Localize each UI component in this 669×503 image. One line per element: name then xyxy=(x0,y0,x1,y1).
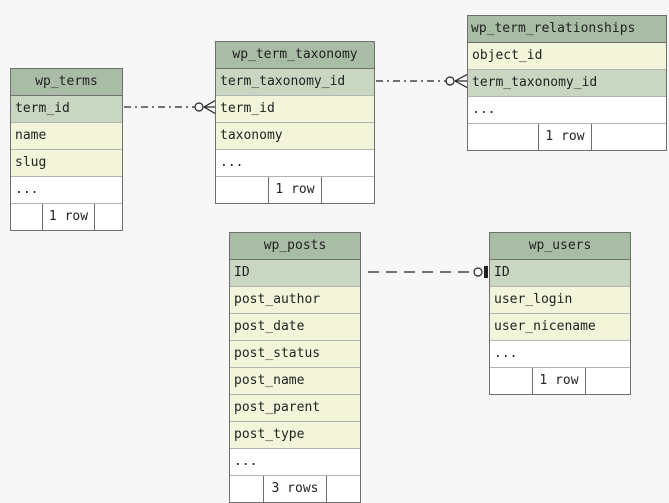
field-term-taxonomy-id[interactable]: term_taxonomy_id xyxy=(468,70,666,97)
field-term-id[interactable]: term_id xyxy=(216,96,374,123)
field-post-type[interactable]: post_type xyxy=(230,422,360,449)
field-id[interactable]: ID xyxy=(490,260,630,287)
field-user-nicename[interactable]: user_nicename xyxy=(490,314,630,341)
entity-wp-users[interactable]: wp_users ID user_login user_nicename ...… xyxy=(489,232,631,395)
link-terms-taxonomy xyxy=(124,99,217,115)
link-taxonomy-relationships xyxy=(376,73,469,89)
link-posts-users xyxy=(368,266,488,278)
row-count-bar: 1 row xyxy=(216,177,374,203)
field-object-id[interactable]: object_id xyxy=(468,43,666,70)
field-post-name[interactable]: post_name xyxy=(230,368,360,395)
more-fields[interactable]: ... xyxy=(11,177,122,204)
field-id[interactable]: ID xyxy=(230,260,360,287)
field-post-parent[interactable]: post_parent xyxy=(230,395,360,422)
row-count: 1 row xyxy=(42,204,95,230)
field-taxonomy[interactable]: taxonomy xyxy=(216,123,374,150)
entity-title: wp_users xyxy=(490,233,630,260)
more-fields[interactable]: ... xyxy=(490,341,630,368)
field-post-status[interactable]: post_status xyxy=(230,341,360,368)
field-term-taxonomy-id[interactable]: term_taxonomy_id xyxy=(216,69,374,96)
more-fields[interactable]: ... xyxy=(230,449,360,476)
entity-wp-terms[interactable]: wp_terms term_id name slug ... 1 row xyxy=(10,68,123,231)
field-user-login[interactable]: user_login xyxy=(490,287,630,314)
field-name[interactable]: name xyxy=(11,123,122,150)
more-fields[interactable]: ... xyxy=(468,97,666,124)
field-slug[interactable]: slug xyxy=(11,150,122,177)
row-count: 3 rows xyxy=(263,476,327,502)
entity-title: wp_term_relationships xyxy=(468,16,666,43)
field-post-date[interactable]: post_date xyxy=(230,314,360,341)
entity-title: wp_posts xyxy=(230,233,360,260)
row-count-bar: 1 row xyxy=(490,368,630,394)
entity-title: wp_term_taxonomy xyxy=(216,42,374,69)
row-count-bar: 1 row xyxy=(468,124,666,150)
row-count-bar: 3 rows xyxy=(230,476,360,502)
entity-wp-term-relationships[interactable]: wp_term_relationships object_id term_tax… xyxy=(467,15,667,151)
row-count: 1 row xyxy=(532,368,586,394)
entity-title: wp_terms xyxy=(11,69,122,96)
entity-wp-term-taxonomy[interactable]: wp_term_taxonomy term_taxonomy_id term_i… xyxy=(215,41,375,204)
more-fields[interactable]: ... xyxy=(216,150,374,177)
row-count: 1 row xyxy=(268,177,322,203)
field-term-id[interactable]: term_id xyxy=(11,96,122,123)
row-count: 1 row xyxy=(538,124,592,150)
row-count-bar: 1 row xyxy=(11,204,122,230)
entity-wp-posts[interactable]: wp_posts ID post_author post_date post_s… xyxy=(229,232,361,503)
field-post-author[interactable]: post_author xyxy=(230,287,360,314)
